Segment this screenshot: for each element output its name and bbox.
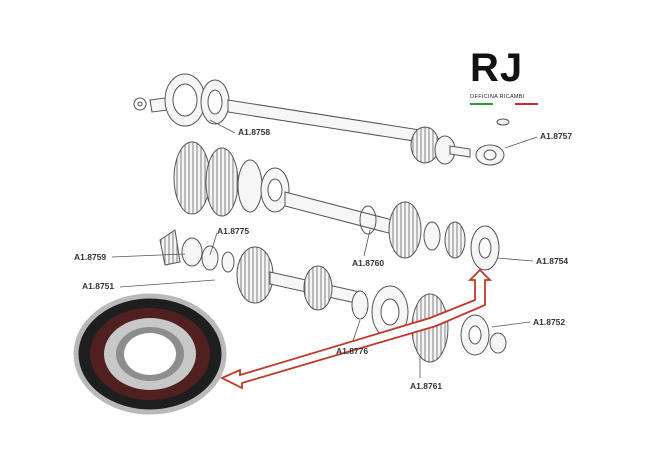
label-a18760: A1.8760	[352, 258, 385, 268]
brand-mark: RJ	[470, 46, 524, 90]
brand-logo: RJ OFFICINA RICAMBI	[470, 48, 550, 105]
highlighted-bearing	[73, 293, 227, 415]
input-shaft-assembly	[133, 73, 510, 166]
brand-subtitle: OFFICINA RICAMBI	[470, 94, 525, 100]
label-a18751: A1.8751	[82, 281, 115, 291]
label-a18761: A1.8761	[410, 381, 443, 391]
indicator-arrow	[219, 268, 493, 390]
counter-shaft-assembly	[159, 229, 507, 363]
leader-lines	[111, 119, 538, 378]
label-a18752: A1.8752	[533, 317, 566, 327]
label-a18754: A1.8754	[536, 256, 569, 266]
italian-flag-stripe	[470, 103, 539, 105]
label-a18757: A1.8757	[540, 131, 573, 141]
label-a18758: A1.8758	[238, 127, 271, 137]
label-a18759: A1.8759	[74, 252, 107, 262]
main-shaft-assembly	[173, 141, 500, 271]
label-a18776: A1.8776	[336, 346, 369, 356]
label-a18775: A1.8775	[217, 226, 250, 236]
